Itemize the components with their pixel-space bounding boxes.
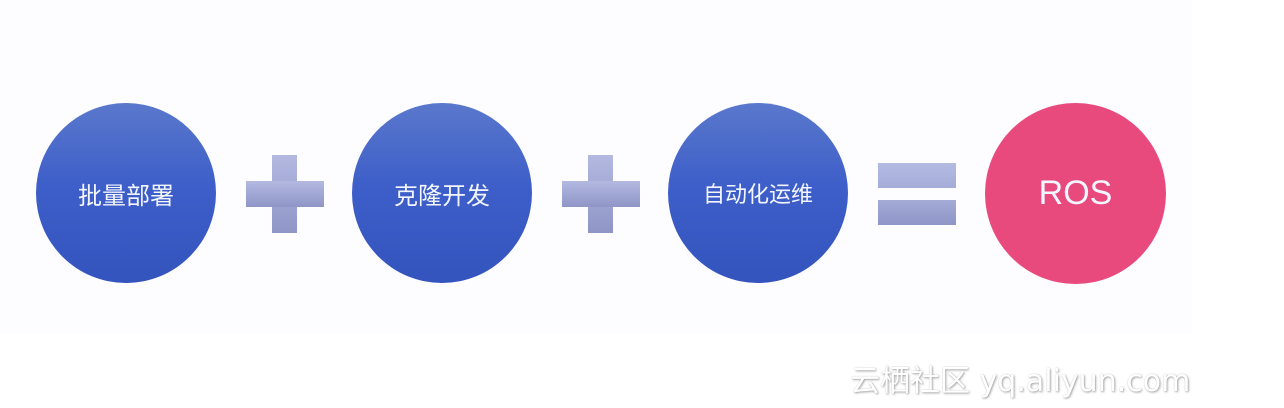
plus-icon	[562, 155, 640, 233]
plus-icon	[246, 155, 324, 233]
slide-canvas: 批量部署 克隆开发 自动化运维 ROS	[36, 103, 1166, 284]
term-label: 克隆开发	[394, 181, 490, 210]
term-label: 自动化运维	[702, 183, 813, 208]
term-label: 批量部署	[78, 181, 174, 210]
result-circle-ros: ROS	[985, 103, 1166, 284]
plus-horizontal-bar	[562, 181, 640, 207]
result-label: ROS	[1038, 174, 1113, 212]
watermark: 云栖社区 yq.aliyun.com	[850, 364, 1191, 399]
equals-top-bar	[878, 163, 956, 188]
term-circle-batch-deploy: 批量部署	[36, 103, 216, 283]
equals-icon	[878, 163, 956, 226]
equals-bottom-bar	[878, 200, 956, 225]
term-circle-clone-dev: 克隆开发	[352, 103, 532, 283]
term-circle-auto-ops: 自动化运维	[668, 103, 848, 283]
plus-horizontal-bar	[246, 181, 324, 207]
